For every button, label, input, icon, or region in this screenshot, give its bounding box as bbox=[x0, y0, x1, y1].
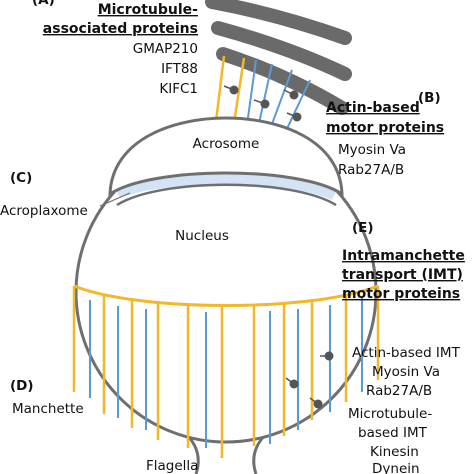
panel-b-header-line2: motor proteins bbox=[326, 120, 444, 136]
panel-e-header-line1: Intramanchette bbox=[342, 248, 465, 264]
acroplaxome-inner-edge bbox=[116, 183, 337, 207]
panel-e-tag: (E) bbox=[352, 220, 374, 236]
panel-c-tag: (C) bbox=[10, 170, 32, 186]
golgi-cisterna-1 bbox=[205, 0, 352, 45]
nucleus-label: Nucleus bbox=[175, 228, 229, 244]
panel-e-actin-title: Actin-based IMT bbox=[352, 345, 461, 361]
panel-a-item: GMAP210 bbox=[133, 41, 198, 57]
imt-motor-proteins bbox=[285, 351, 334, 409]
manchette-microtubules bbox=[72, 286, 380, 458]
acroplaxome-label: Acroplaxome bbox=[0, 203, 88, 219]
panel-e-mt-item: Kinesin bbox=[370, 444, 419, 460]
imt-motor-dot bbox=[313, 399, 323, 409]
flagella-label: Flagella bbox=[146, 458, 198, 474]
acrosome-label: Acrosome bbox=[193, 136, 260, 152]
panel-b-item: Myosin Va bbox=[338, 142, 406, 158]
panel-b-tag: (B) bbox=[418, 90, 441, 106]
panel-b-item: Rab27A/B bbox=[338, 162, 404, 178]
manchette-ring bbox=[73, 284, 379, 307]
motor-protein-dot bbox=[289, 90, 299, 100]
motor-protein-dot bbox=[292, 112, 302, 122]
motor-protein-dot bbox=[260, 99, 270, 109]
panel-e-header-line3: motor proteins bbox=[342, 286, 460, 302]
golgi-cisterna-2 bbox=[211, 21, 352, 81]
motor-proteins-top bbox=[223, 85, 302, 122]
panel-e-mt-title-line2: based IMT bbox=[358, 425, 428, 441]
acroplaxome-leader bbox=[99, 192, 131, 207]
panel-e-actin-item: Rab27A/B bbox=[366, 383, 432, 399]
panel-a-tag: (A) bbox=[32, 0, 55, 8]
motor-protein-dot bbox=[229, 85, 239, 95]
panel-a-header-line1: Microtubule- bbox=[98, 2, 198, 18]
imt-motor-dot bbox=[289, 379, 299, 389]
manchette-label: Manchette bbox=[12, 401, 84, 417]
panel-e-mt-title-line1: Microtubule- bbox=[348, 406, 432, 422]
acrosome-cap bbox=[108, 116, 344, 197]
manchette-actin bbox=[89, 298, 363, 448]
panel-b-header-line1: Actin-based bbox=[326, 100, 420, 116]
imt-motor-dot bbox=[324, 351, 334, 361]
panel-e-header-line2: transport (IMT) bbox=[342, 267, 463, 283]
golgi-stacks bbox=[205, 0, 352, 115]
panel-d-tag: (D) bbox=[10, 378, 34, 394]
panel-e-actin-item: Myosin Va bbox=[372, 364, 440, 380]
panel-e-mt-item: Dynein bbox=[372, 461, 420, 474]
panel-a-item: IFT88 bbox=[161, 61, 198, 77]
acroplaxome-band-fill bbox=[116, 173, 336, 200]
panel-a-header-line2: associated proteins bbox=[43, 21, 198, 37]
golgi-cisterna-3 bbox=[216, 47, 349, 115]
panel-a-item: KIFC1 bbox=[159, 81, 198, 97]
